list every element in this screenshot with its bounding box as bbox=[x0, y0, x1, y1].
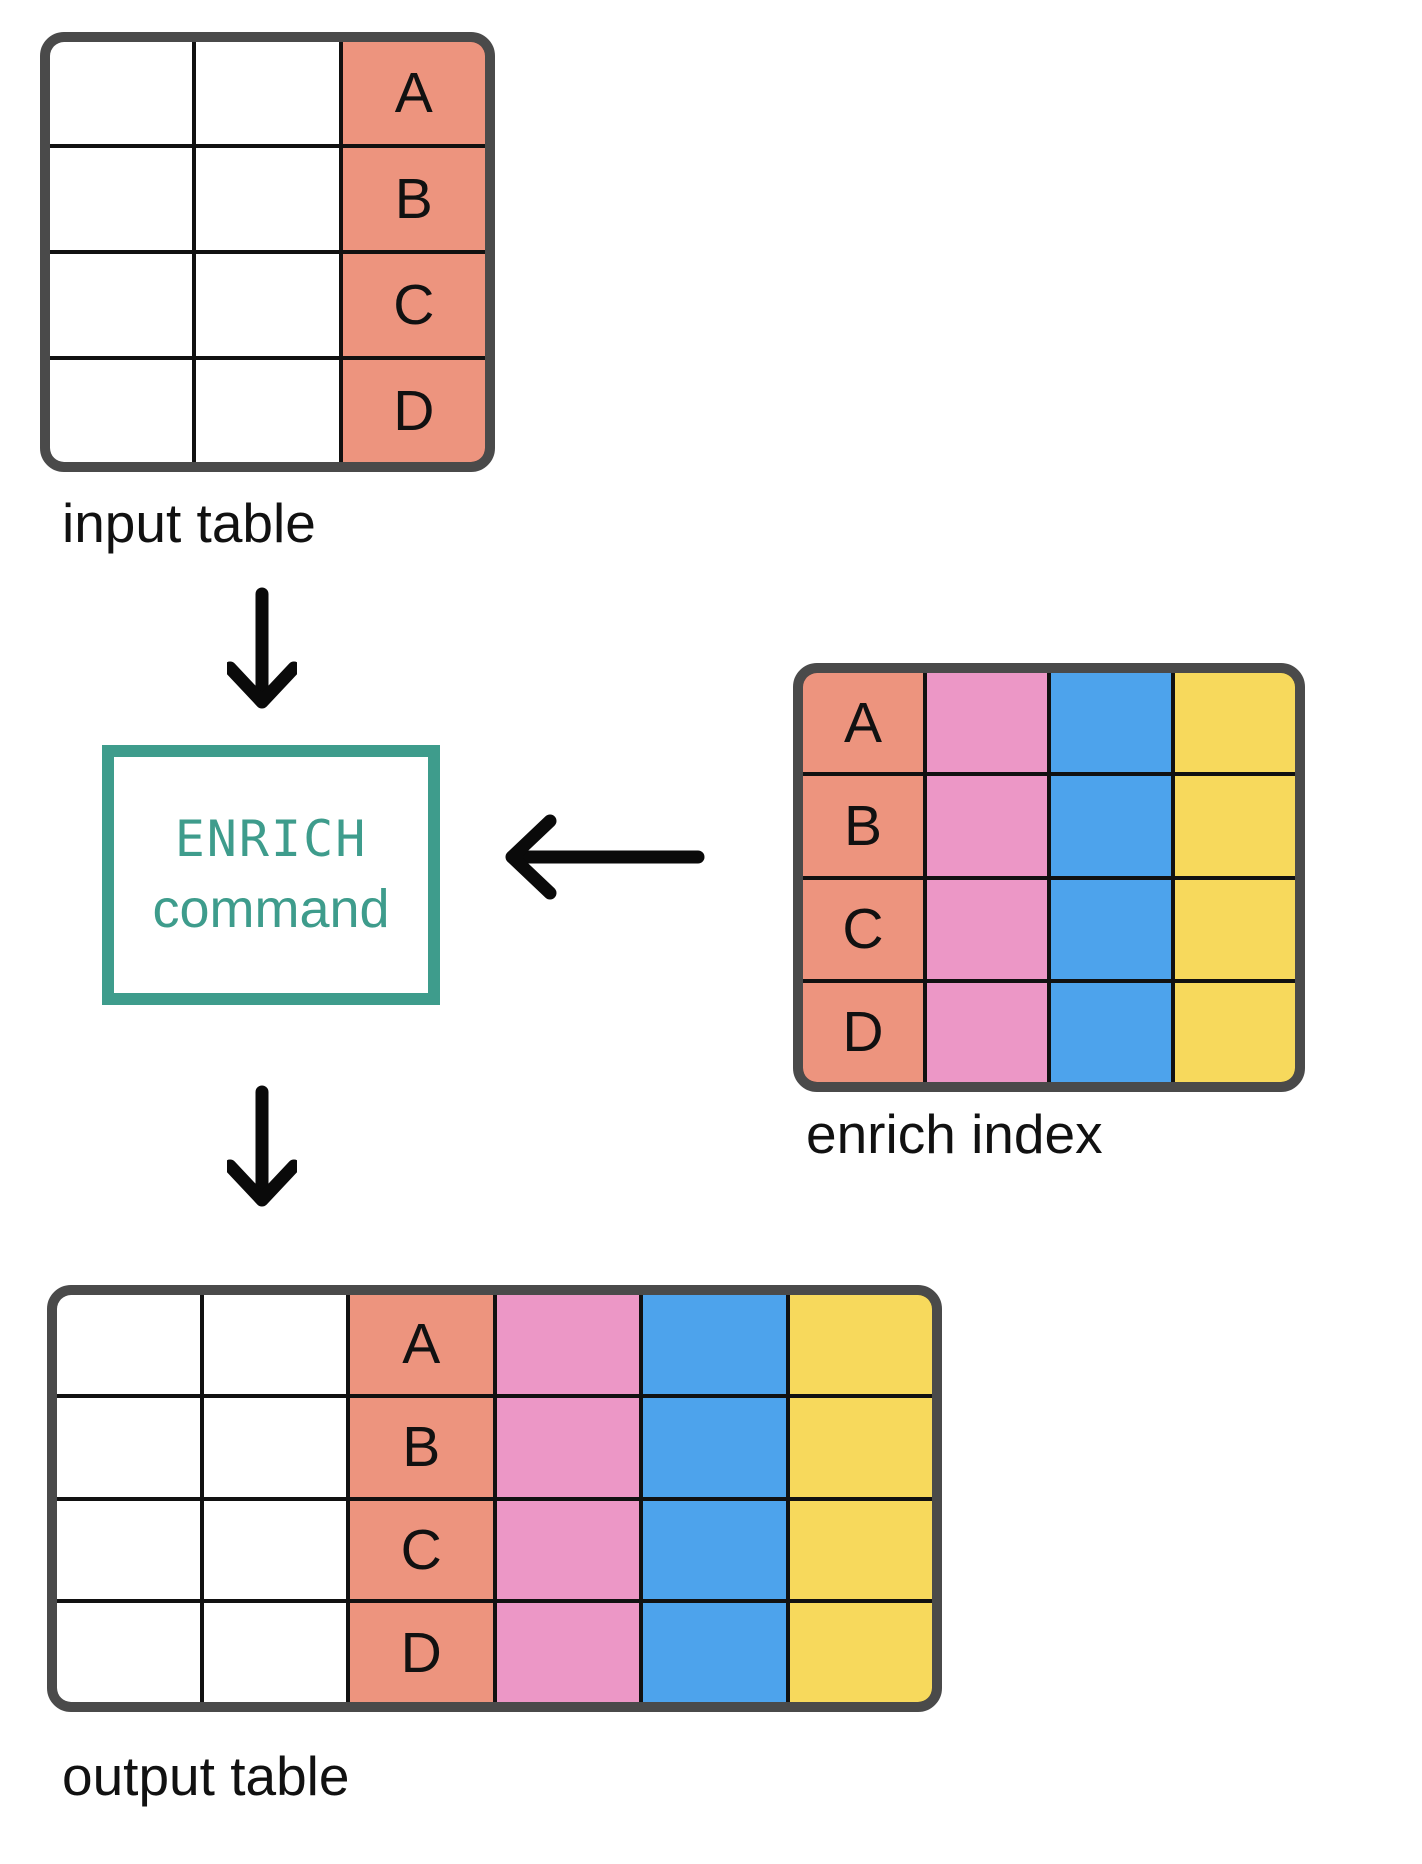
output-table-cell bbox=[643, 1603, 786, 1702]
enrich-index-key-cell: C bbox=[803, 879, 923, 979]
output-table-cell bbox=[789, 1397, 932, 1497]
input-table-cell bbox=[50, 148, 193, 250]
input-table-cell bbox=[196, 254, 339, 356]
output-table-cell bbox=[789, 1603, 932, 1702]
input-table-key-cell: B bbox=[342, 148, 485, 250]
input-table-cell bbox=[196, 42, 339, 144]
output-table-cell bbox=[203, 1397, 346, 1497]
input-table-key-cell: D bbox=[342, 360, 485, 462]
enrich-index-key-cell: D bbox=[803, 982, 923, 1082]
output-table-cell bbox=[789, 1500, 932, 1600]
output-table-cell bbox=[57, 1295, 200, 1394]
output-table-cell bbox=[643, 1500, 786, 1600]
enrich-index-cell bbox=[1051, 982, 1171, 1082]
enrich-index-cell bbox=[927, 982, 1047, 1082]
arrow-down-icon bbox=[227, 587, 297, 709]
enrich-index-cell bbox=[1175, 673, 1295, 773]
arrow-left-icon bbox=[505, 814, 705, 900]
output-table-cell bbox=[203, 1500, 346, 1600]
output-table-cell bbox=[643, 1397, 786, 1497]
input-table-cell bbox=[196, 360, 339, 462]
input-table-label: input table bbox=[62, 492, 316, 554]
input-table-cell bbox=[50, 42, 193, 144]
output-table-cell bbox=[57, 1603, 200, 1702]
output-table-key-cell: C bbox=[350, 1500, 493, 1600]
output-table-cell bbox=[203, 1295, 346, 1394]
enrich-index-cell bbox=[927, 879, 1047, 979]
output-table-cell bbox=[496, 1603, 639, 1702]
output-table-key-cell: D bbox=[350, 1603, 493, 1702]
enrich-index-label: enrich index bbox=[806, 1103, 1103, 1165]
enrich-index-cell bbox=[1175, 982, 1295, 1082]
arrow-down-icon bbox=[227, 1085, 297, 1207]
output-table-cell bbox=[496, 1397, 639, 1497]
enrich-index-cell bbox=[1175, 776, 1295, 876]
input-table: A B C D bbox=[40, 32, 495, 472]
enrich-index-key-cell: B bbox=[803, 776, 923, 876]
enrich-index-cell bbox=[1051, 879, 1171, 979]
output-table-cell bbox=[57, 1500, 200, 1600]
output-table-cell bbox=[203, 1603, 346, 1702]
output-table-label: output table bbox=[62, 1745, 350, 1807]
enrich-index-cell bbox=[1175, 879, 1295, 979]
output-table: A B C D bbox=[47, 1285, 942, 1712]
output-table-cell bbox=[643, 1295, 786, 1394]
input-table-cell bbox=[50, 360, 193, 462]
output-table-key-cell: B bbox=[350, 1397, 493, 1497]
enrich-index-cell bbox=[927, 776, 1047, 876]
enrich-command-box: ENRICH command bbox=[102, 745, 440, 1005]
output-table-cell bbox=[789, 1295, 932, 1394]
enrich-index-table: A B C D bbox=[793, 663, 1305, 1092]
enrich-index-cell bbox=[927, 673, 1047, 773]
enrich-command-title: ENRICH bbox=[174, 810, 368, 868]
input-table-cell bbox=[50, 254, 193, 356]
output-table-cell bbox=[57, 1397, 200, 1497]
enrich-index-key-cell: A bbox=[803, 673, 923, 773]
input-table-key-cell: A bbox=[342, 42, 485, 144]
output-table-cell bbox=[496, 1500, 639, 1600]
input-table-key-cell: C bbox=[342, 254, 485, 356]
output-table-cell bbox=[496, 1295, 639, 1394]
enrich-index-cell bbox=[1051, 776, 1171, 876]
output-table-key-cell: A bbox=[350, 1295, 493, 1394]
enrich-command-subtitle: command bbox=[152, 879, 390, 939]
input-table-cell bbox=[196, 148, 339, 250]
enrich-index-cell bbox=[1051, 673, 1171, 773]
